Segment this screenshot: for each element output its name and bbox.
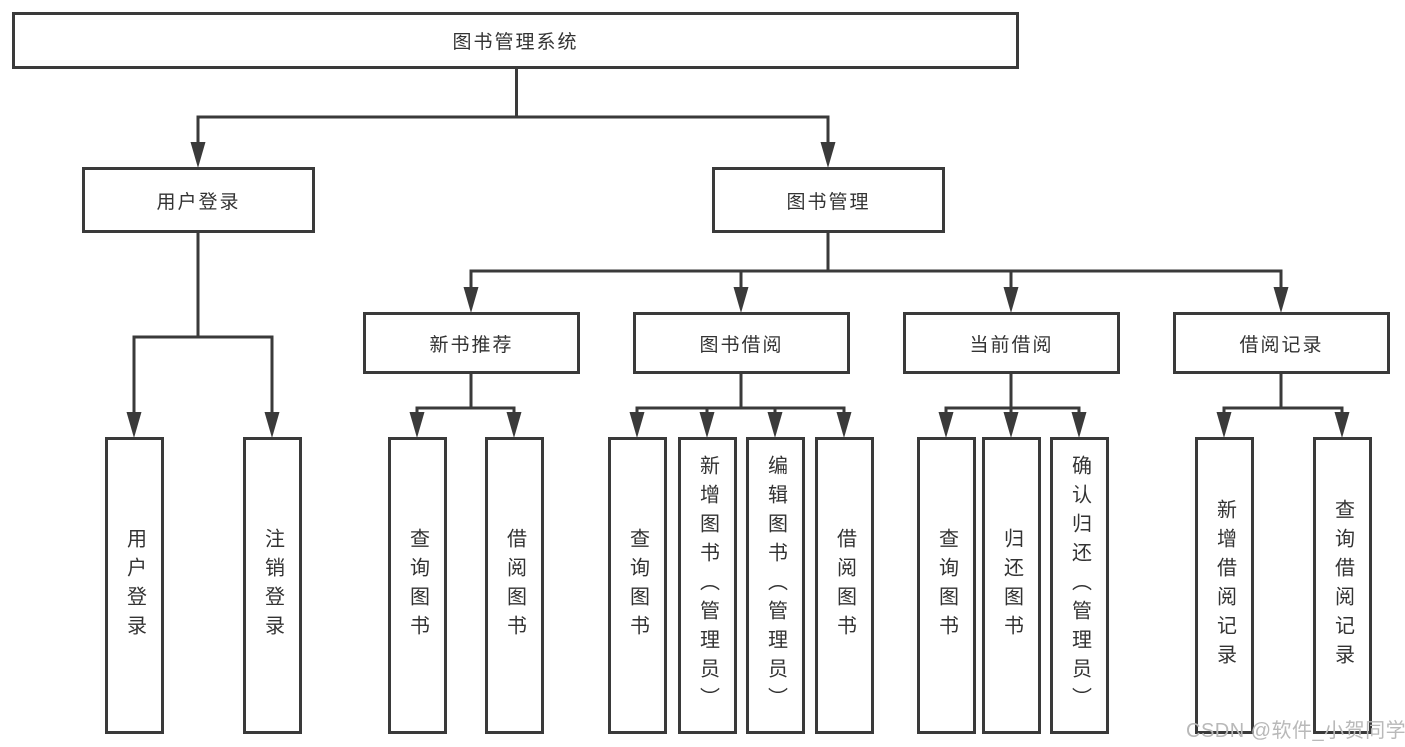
arrow-head — [938, 412, 954, 438]
node-borrow-books: 借阅图书 — [815, 437, 874, 734]
node-book-borrowing: 图书借阅 — [633, 312, 850, 374]
node-label: 图书管理系统 — [452, 32, 579, 53]
arrow-head — [1216, 412, 1232, 438]
arrow-head — [506, 412, 522, 438]
node-label: 当前借阅 — [969, 334, 1054, 356]
arrow-head — [629, 412, 645, 438]
node-edit-books-admin: 编辑图书（管理员） — [746, 437, 805, 734]
arrow-head — [820, 142, 836, 168]
node-label: 用户登录 — [123, 527, 146, 644]
node-label: 新书推荐 — [429, 334, 514, 356]
arrow-head — [190, 142, 206, 168]
node-user-login-leaf: 用户登录 — [105, 437, 164, 734]
node-query-books-current: 查询图书 — [917, 437, 976, 734]
arrow-head — [463, 287, 479, 313]
node-label: 注销登录 — [261, 527, 284, 644]
branch-book-borrowing — [629, 373, 852, 438]
node-label: 用户登录 — [156, 191, 241, 213]
node-query-books-recommend: 查询图书 — [388, 437, 447, 734]
arrow-head — [1071, 412, 1087, 438]
branch-new-book-recommend — [409, 373, 522, 438]
branch-user-login — [126, 232, 280, 438]
node-label: 新增借阅记录 — [1213, 498, 1236, 673]
node-label: 新增图书（管理员） — [696, 455, 719, 716]
node-label: 编辑图书（管理员） — [764, 455, 787, 716]
branch-book-management — [463, 232, 1289, 313]
node-new-book-recommend: 新书推荐 — [363, 312, 580, 374]
node-label: 查询图书 — [406, 527, 429, 644]
node-add-borrow-record: 新增借阅记录 — [1195, 437, 1254, 734]
node-borrow-books-recommend: 借阅图书 — [485, 437, 544, 734]
node-borrow-records: 借阅记录 — [1173, 312, 1390, 374]
node-query-books-borrowing: 查询图书 — [608, 437, 667, 734]
node-query-borrow-record: 查询借阅记录 — [1313, 437, 1372, 734]
node-user-login: 用户登录 — [82, 167, 315, 233]
arrow-head — [1003, 287, 1019, 313]
arrow-head — [767, 412, 783, 438]
csdn-watermark: CSDN @软件_小贺同学 — [1186, 720, 1405, 742]
node-current-borrowing: 当前借阅 — [903, 312, 1120, 374]
node-label: 图书借阅 — [699, 334, 784, 356]
node-label: 查询借阅记录 — [1331, 498, 1354, 673]
node-label: 借阅图书 — [833, 527, 856, 644]
arrow-head — [699, 412, 715, 438]
arrow-head — [836, 412, 852, 438]
arrow-head — [733, 287, 749, 313]
node-label: 查询图书 — [626, 527, 649, 644]
node-label: 借阅记录 — [1239, 334, 1324, 356]
branch-root — [190, 68, 836, 168]
branch-current-borrowing — [938, 373, 1087, 438]
arrow-head — [126, 412, 142, 438]
node-label: 图书管理 — [786, 191, 871, 213]
node-add-books-admin: 新增图书（管理员） — [678, 437, 737, 734]
arrow-head — [409, 412, 425, 438]
node-return-books: 归还图书 — [982, 437, 1041, 734]
arrow-head — [1273, 287, 1289, 313]
node-label: 借阅图书 — [503, 527, 526, 644]
node-confirm-return-admin: 确认归还（管理员） — [1050, 437, 1109, 734]
node-logout: 注销登录 — [243, 437, 302, 734]
node-label: 查询图书 — [935, 527, 958, 644]
node-label: 确认归还（管理员） — [1068, 455, 1091, 716]
node-label: 归还图书 — [1000, 527, 1023, 644]
arrow-head — [1334, 412, 1350, 438]
node-library-system: 图书管理系统 — [12, 12, 1019, 69]
branch-borrow-records — [1216, 373, 1350, 438]
arrow-head — [1003, 412, 1019, 438]
node-book-management: 图书管理 — [712, 167, 945, 233]
arrow-head — [264, 412, 280, 438]
